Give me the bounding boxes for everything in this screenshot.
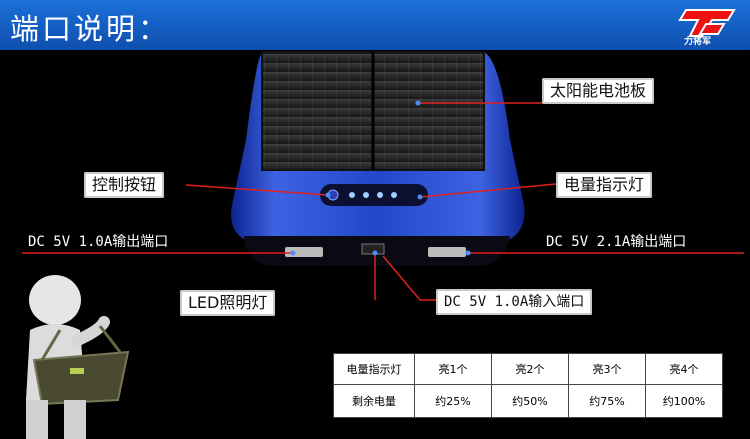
- label-solar-panel: 太阳能电池板: [542, 78, 655, 104]
- header-bar: 端口说明： 力将军: [0, 0, 750, 50]
- battery-level-table: 电量指示灯 亮1个 亮2个 亮3个 亮4个 剩余电量 约25% 约50% 约75…: [333, 353, 723, 418]
- table-cell: 电量指示灯: [333, 353, 415, 385]
- leader-lines: [22, 102, 744, 301]
- table-cell: 亮4个: [645, 353, 723, 385]
- label-input-port: DC 5V 1.0A输入端口: [436, 289, 593, 315]
- table-cell: 亮1个: [414, 353, 492, 385]
- brand-logo-text: 力将军: [684, 37, 712, 47]
- brand-logo-icon: [678, 9, 736, 37]
- table-row: 电量指示灯 亮1个 亮2个 亮3个 亮4个: [333, 353, 723, 385]
- page-title: 端口说明：: [10, 12, 171, 46]
- usb-port-left: [285, 247, 323, 257]
- table-cell: 约100%: [645, 384, 723, 418]
- table-row: 剩余电量 约25% 约50% 约75% 约100%: [333, 384, 723, 418]
- table-cell: 亮3个: [568, 353, 646, 385]
- usb-port-right: [428, 247, 466, 257]
- led-dot: [377, 192, 383, 198]
- label-output-1a: DC 5V 1.0A输出端口: [28, 234, 169, 250]
- table-cell: 亮2个: [491, 353, 569, 385]
- white-figure-illustration: [26, 275, 130, 439]
- led-dot: [349, 192, 355, 198]
- table-cell: 约25%: [414, 384, 492, 418]
- table-cell: 约75%: [568, 384, 646, 418]
- led-dot: [391, 192, 397, 198]
- indicator-strip: [320, 184, 428, 206]
- table-cell: 剩余电量: [333, 384, 415, 418]
- table-cell: 约50%: [491, 384, 569, 418]
- label-power-indicator: 电量指示灯: [556, 172, 653, 198]
- label-led-light: LED照明灯: [180, 290, 276, 316]
- led-dot: [363, 192, 369, 198]
- label-output-21a: DC 5V 2.1A输出端口: [546, 234, 687, 250]
- label-control-button: 控制按钮: [84, 172, 165, 198]
